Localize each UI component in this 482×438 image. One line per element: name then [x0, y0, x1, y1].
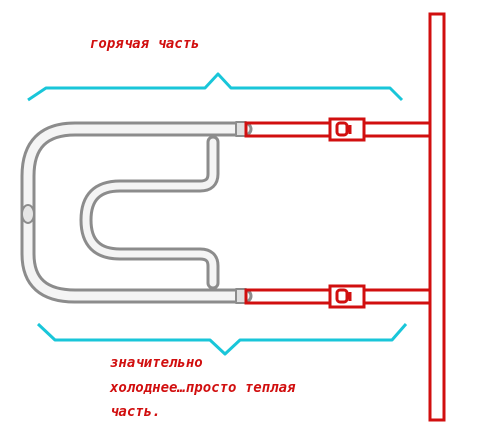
towel-rail-inner-loop — [79, 135, 220, 290]
pipe-system — [244, 12, 446, 422]
riser-pipe — [428, 12, 446, 422]
top-valve-icon — [328, 117, 366, 142]
hot-part-brace — [27, 72, 404, 102]
cold-part-label-line3: часть. — [110, 404, 161, 420]
towel-rail — [20, 121, 253, 304]
cold-part-label-line1: значительно — [110, 355, 203, 371]
bottom-valve-icon — [328, 284, 366, 309]
cold-part-label-line2: холоднее…просто теплая — [110, 380, 296, 396]
hot-part-label: горячая часть — [90, 36, 200, 52]
cold-part-brace — [36, 322, 408, 356]
towel-rail-fitting — [21, 204, 35, 224]
